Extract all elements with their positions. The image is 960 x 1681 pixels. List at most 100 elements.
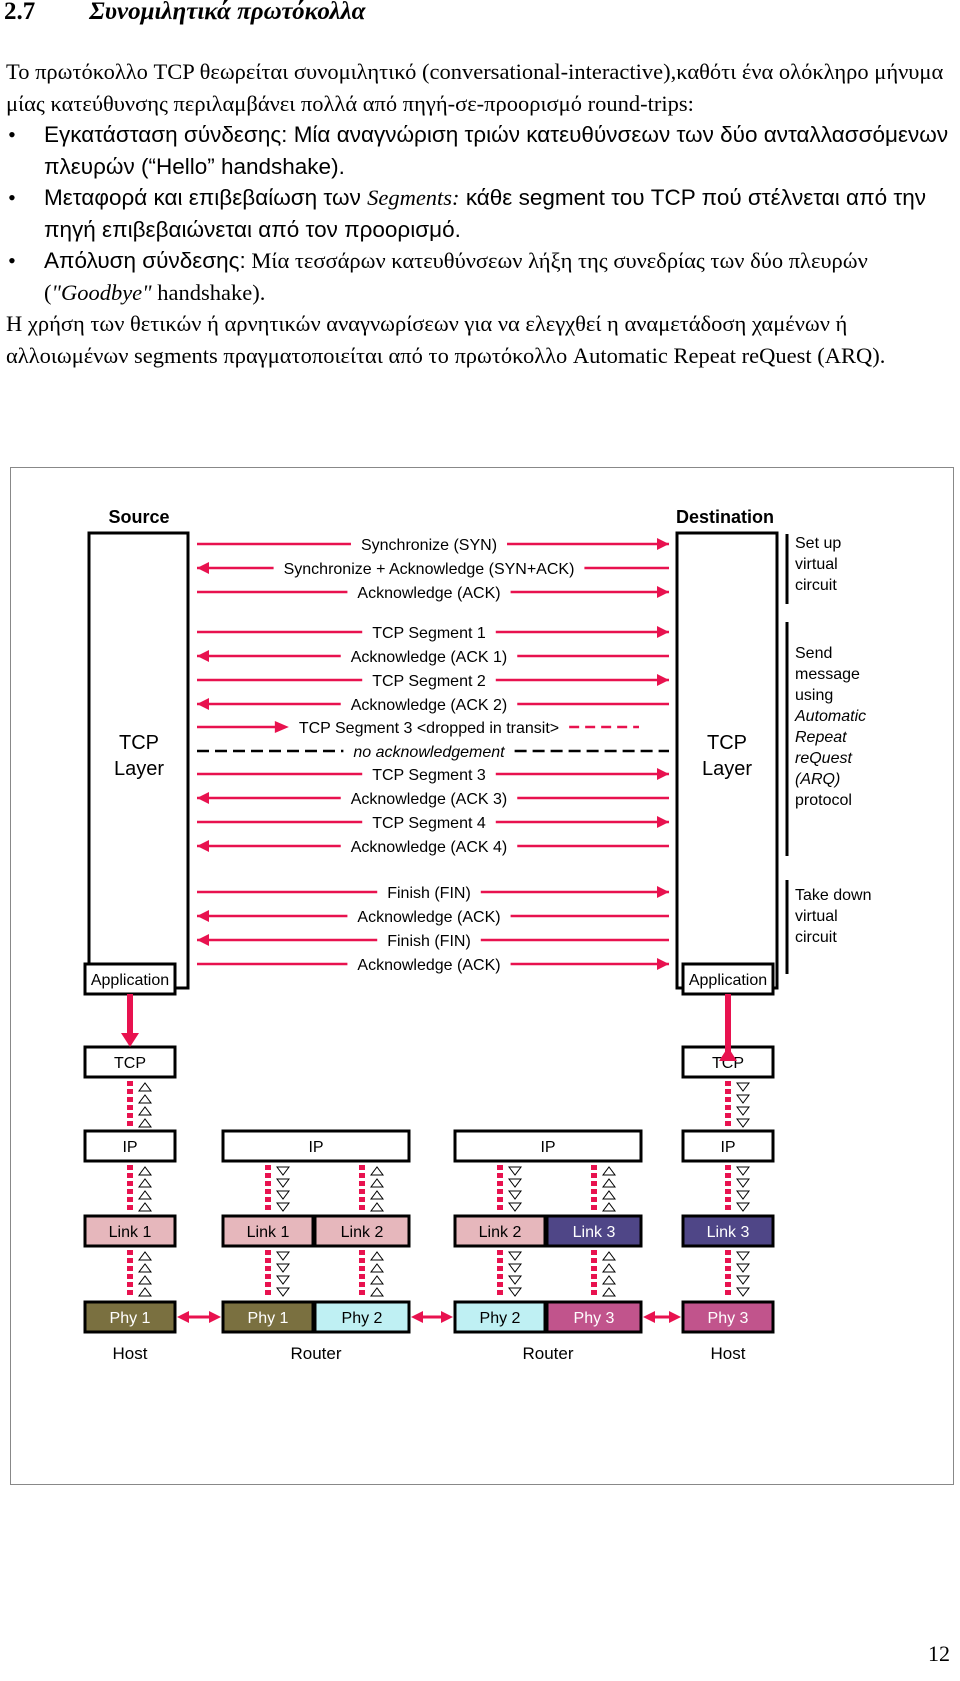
source-ip-box-label: IP: [122, 1139, 137, 1156]
router2-ip-box-label: IP: [540, 1139, 555, 1156]
hollow-arrow-icon: [736, 1275, 750, 1285]
hollow-arrow-icon: [370, 1178, 384, 1188]
side-note-line: circuit: [795, 577, 837, 594]
bullet-term-italic: Segments:: [367, 185, 460, 210]
message-label: Finish (FIN): [387, 885, 471, 902]
destination-layer-label: TCP: [707, 732, 747, 754]
message-label: Acknowledge (ACK): [357, 957, 500, 974]
message-label: TCP Segment 2: [372, 673, 486, 690]
message-label: Acknowledge (ACK 1): [351, 649, 508, 666]
message-label: no acknowledgement: [353, 744, 505, 761]
hollow-arrow-icon: [736, 1263, 750, 1273]
hollow-arrow-icon: [138, 1118, 152, 1128]
arrow-head: [197, 840, 209, 852]
hollow-arrow-icon: [508, 1251, 522, 1261]
bullet-connection-setup: •Εγκατάσταση σύνδεσης: Μία αναγνώριση τρ…: [6, 119, 954, 182]
side-note-line: Automatic: [794, 708, 866, 725]
hollow-arrow-icon: [276, 1166, 290, 1176]
closing-paragraph: Η χρήση των θετικών ή αρνητικών αναγνωρί…: [6, 311, 886, 368]
side-note-line: Send: [795, 645, 832, 662]
source-ip-box: [83, 1129, 177, 1163]
side-note-line: message: [795, 666, 860, 683]
hollow-arrow-icon: [602, 1178, 616, 1188]
hollow-arrow-icon: [276, 1287, 290, 1297]
router1-ip-box-label: IP: [308, 1139, 323, 1156]
destination-link3-box: [681, 1214, 775, 1248]
bullet-text-italic: "Goodbye": [51, 279, 152, 305]
router1-phy2-box: [313, 1300, 411, 1334]
arrow-head: [657, 626, 669, 638]
arrow-head: [411, 1311, 423, 1323]
hollow-arrow-icon: [602, 1166, 616, 1176]
hollow-arrow-icon: [508, 1202, 522, 1212]
router1-label: Router: [290, 1344, 341, 1363]
source-tcp-box-label: TCP: [114, 1055, 146, 1072]
destination-label: Destination: [676, 507, 774, 527]
hollow-arrow-icon: [370, 1263, 384, 1273]
source-layer-label: TCP: [119, 732, 159, 754]
router1-phy2-box-label: Phy 2: [342, 1310, 383, 1327]
destination-tcp-layer-box: [675, 531, 779, 990]
hollow-arrow-icon: [602, 1202, 616, 1212]
hollow-arrow-icon: [276, 1263, 290, 1273]
hollow-arrow-icon: [276, 1275, 290, 1285]
message-label: Synchronize + Acknowledge (SYN+ACK): [284, 561, 575, 578]
arrow-head: [197, 650, 209, 662]
section-number: 2.7: [4, 0, 36, 25]
body-text: Το πρωτόκολλο TCP θεωρείται συνομιλητικό…: [6, 56, 954, 371]
message-label: Acknowledge (ACK 3): [351, 791, 508, 808]
hollow-arrow-icon: [736, 1094, 750, 1104]
hollow-arrow-icon: [138, 1082, 152, 1092]
router2-phy2-box-label: Phy 2: [480, 1310, 521, 1327]
hollow-arrow-icon: [370, 1190, 384, 1200]
hollow-arrow-icon: [370, 1166, 384, 1176]
bullet-term: Απόλυση σύνδεσης:: [44, 248, 246, 273]
bullet-text: κάθε segment του TCP πού στέλνεται από τ…: [44, 185, 927, 242]
router1-phy1-box: [221, 1300, 315, 1334]
destination-application-box: [681, 962, 775, 996]
hollow-arrow-icon: [736, 1287, 750, 1297]
hollow-arrow-icon: [736, 1106, 750, 1116]
hollow-arrow-icon: [276, 1202, 290, 1212]
hollow-arrow-icon: [736, 1166, 750, 1176]
arrow-head: [197, 934, 209, 946]
arrow-head: [719, 1047, 737, 1061]
hollow-arrow-icon: [138, 1263, 152, 1273]
router1-link2-box-label: Link 2: [341, 1224, 384, 1241]
hollow-arrow-icon: [736, 1251, 750, 1261]
destination-ip-box-label: IP: [720, 1139, 735, 1156]
destination-tcp-box-label: TCP: [712, 1055, 744, 1072]
message-label: Acknowledge (ACK 2): [351, 697, 508, 714]
arrow-head: [197, 792, 209, 804]
page-number: 12: [928, 1641, 950, 1666]
hollow-arrow-icon: [602, 1190, 616, 1200]
intro-paragraph: Το πρωτόκολλο TCP θεωρείται συνομιλητικό…: [6, 59, 944, 116]
message-label: Acknowledge (ACK 4): [351, 839, 508, 856]
source-phy1-box-label: Phy 1: [110, 1310, 151, 1327]
destination-application-box-label: Application: [689, 972, 767, 989]
router1-phy1-box-label: Phy 1: [248, 1310, 289, 1327]
bullet-symbol: •: [8, 185, 16, 210]
arrow-head: [441, 1311, 453, 1323]
hollow-arrow-icon: [138, 1287, 152, 1297]
bullet-term: Μεταφορά και επιβεβαίωση των: [44, 185, 368, 210]
side-note-line: Repeat: [795, 729, 847, 746]
hollow-arrow-icon: [370, 1287, 384, 1297]
message-label: Finish (FIN): [387, 933, 471, 950]
message-label: TCP Segment 3: [372, 767, 486, 784]
side-note-line: reQuest: [795, 750, 852, 767]
hollow-arrow-icon: [736, 1082, 750, 1092]
hollow-arrow-icon: [602, 1275, 616, 1285]
bullet-text: Μία τεσσάρων κατευθύνσεων λήξη της συνεδ…: [44, 248, 868, 305]
arrow-head: [274, 721, 289, 733]
arrow-head: [209, 1311, 221, 1323]
source-link1-box-label: Link 1: [109, 1224, 152, 1241]
destination-link3-box-label: Link 3: [707, 1224, 750, 1241]
side-note-line: Take down: [795, 887, 872, 904]
hollow-arrow-icon: [736, 1190, 750, 1200]
router1-link1-box: [221, 1214, 315, 1248]
destination-ip-box: [681, 1129, 775, 1163]
arrow-head: [657, 538, 669, 550]
source-tcp-layer-box: [87, 531, 190, 990]
